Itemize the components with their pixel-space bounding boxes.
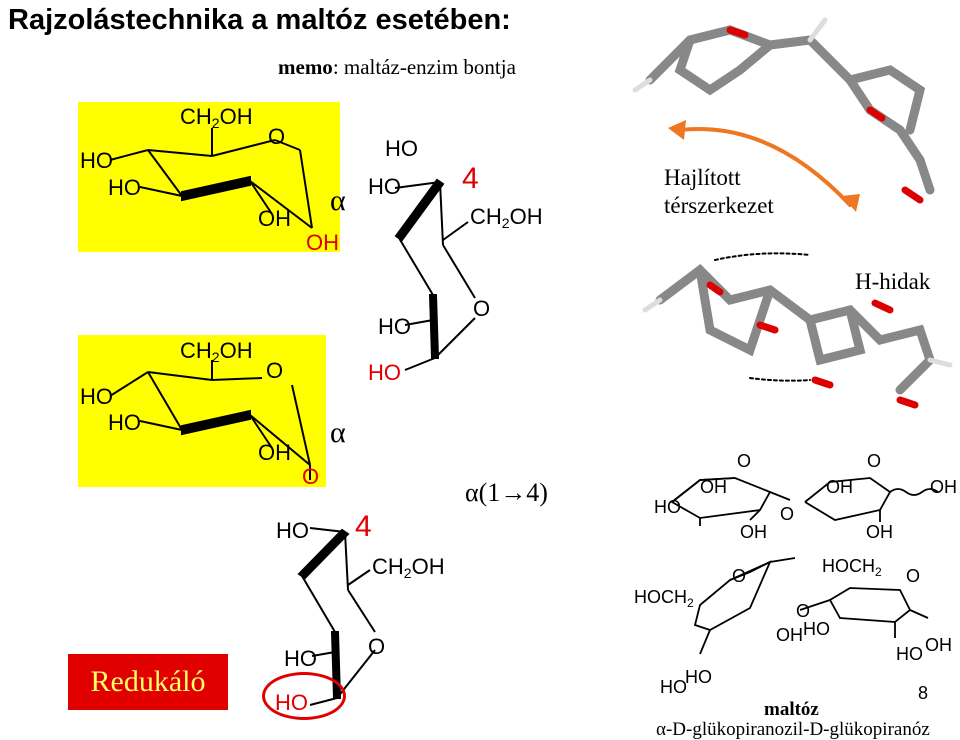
chair3-ho-a: HO [685,667,712,687]
hoch-2: HOCH2 [822,556,882,579]
chair1-oh-a: OH [700,477,727,497]
reducing-end-circle [262,672,346,720]
memo-note: memo: maltáz-enzim bontja [278,55,516,80]
mid-ring-o: O [473,296,491,321]
mid-ch2oh: CH2OH [470,204,543,231]
chair2-oh-b: OH [866,522,893,542]
bv-ho-1: HO [276,518,309,543]
bv-ring-o: O [368,634,386,659]
haworth-structures [109,128,476,706]
memo-label: memo [278,55,333,79]
chair3-o: O [732,566,747,586]
chair1-oh-b: OH [740,522,767,542]
chair2-oh-a: OH [826,477,853,497]
linkage-label: α(1→4) [465,478,548,507]
top-ch2oh: CH2OH [180,104,253,131]
top-oh-anomeric: OH [306,230,339,255]
maltose-fullname: α-D-glükopiranozil-D-glükopiranóz [656,719,930,740]
top-ho-2: HO [108,175,141,200]
bl-glycosidic-o: O [302,464,320,489]
top-alpha: α [330,184,346,217]
hbonds-label: H-hidak [855,269,931,294]
mid-ho-1: HO [385,136,418,161]
bl-ring-o: O [266,358,284,383]
slide-title: Rajzolástechnika a maltóz esetében: [8,4,511,36]
bl-ho-2: HO [108,410,141,435]
bv-four: 4 [355,510,372,543]
structure-label: térszerkezet [664,193,774,218]
reducing-badge: Redukáló [68,654,228,710]
top-ring-o: O [268,124,286,149]
chair1-o: O [737,451,752,471]
chair3-ho-b: HO [660,677,687,697]
chair-bridge-o: O [780,504,795,524]
bv-ho-2: HO [284,646,317,671]
bent-label: Hajlított [664,165,741,190]
mid-ho-2: HO [368,174,401,199]
chair4-ho: HO [803,619,830,639]
bl-oh-1: OH [258,440,291,465]
chair1-ho: HO [654,497,681,517]
bl-ch2oh: CH2OH [180,338,253,365]
chair4-o: O [906,566,921,586]
chair4-ho-2: HO [896,644,923,664]
mid-four: 4 [462,162,479,195]
highlight-top [78,102,340,252]
bv-ch2oh: CH2OH [372,554,445,581]
molecule-3d-models [632,17,953,409]
chair3-oh: OH [776,625,803,645]
chair-bridge2-o: O [796,601,811,621]
chair-structures [670,477,939,655]
mid-ho-red: HO [368,360,401,385]
bl-alpha: α [330,416,346,449]
maltose-label: maltóz [764,699,819,720]
hoch-1: HOCH2 [634,587,694,610]
top-ho-1: HO [80,148,113,173]
bl-ho-1: HO [80,384,113,409]
highlight-bottom [78,335,326,487]
page-number: 8 [918,683,929,703]
top-oh-1: OH [258,206,291,231]
chair4-oh: OH [925,635,952,655]
chair2-o: O [867,451,882,471]
chair2-oh-end: OH [930,477,957,497]
mid-ho-3: HO [378,314,411,339]
memo-text: : maltáz-enzim bontja [332,55,516,79]
